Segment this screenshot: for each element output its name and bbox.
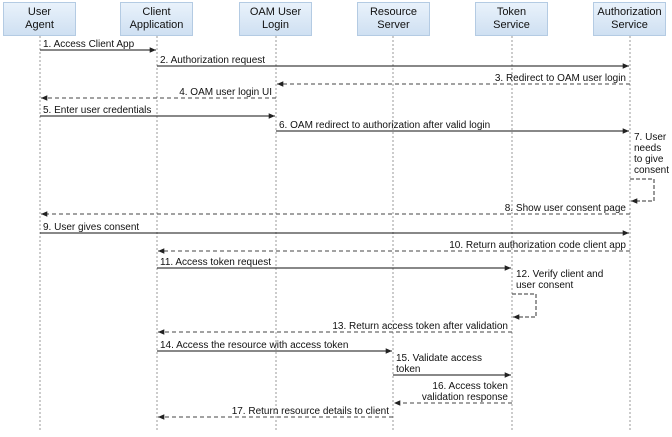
message-label: 7. User [634, 132, 667, 143]
message-label: 6. OAM redirect to authorization after v… [279, 120, 490, 131]
message-2: 2. Authorization request [157, 55, 629, 69]
message-label: 15. Validate access [396, 353, 482, 364]
message-label: 10. Return authorization code client app [449, 240, 626, 251]
message-label: 16. Access token [432, 381, 508, 392]
message-label: 4. OAM user login UI [179, 87, 272, 98]
participant-resource-server: Resource Server [357, 2, 430, 36]
self-call-arrow [630, 178, 655, 204]
message-label: 3. Redirect to OAM user login [495, 73, 626, 84]
message-14: 14. Access the resource with access toke… [157, 340, 392, 354]
message-label: 1. Access Client App [43, 39, 135, 50]
participant-user-agent: User Agent [3, 2, 76, 36]
participant-client-application: Client Application [120, 2, 193, 36]
message-label: 2. Authorization request [160, 55, 265, 66]
message-label: validation response [422, 392, 509, 403]
participant-authorization-service: Authorization Service [593, 2, 666, 36]
message-17: 17. Return resource details to client [158, 406, 393, 420]
message-9: 9. User gives consent [40, 222, 629, 236]
message-13: 13. Return access token after validation [158, 321, 512, 335]
participant-oam-user-login: OAM User Login [239, 2, 312, 36]
message-3: 3. Redirect to OAM user login [277, 73, 630, 87]
message-label: 13. Return access token after validation [332, 321, 508, 332]
message-label: 17. Return resource details to client [232, 406, 390, 417]
message-label: consent [634, 165, 669, 176]
message-8: 8. Show user consent page [41, 203, 630, 217]
message-1: 1. Access Client App [40, 39, 156, 53]
messages: 1. Access Client App 2. Authorization req… [40, 39, 669, 420]
message-label: 5. Enter user credentials [43, 105, 151, 116]
message-11: 11. Access token request [157, 257, 511, 271]
message-label: 9. User gives consent [43, 222, 139, 233]
message-label: token [396, 364, 420, 375]
message-label: to give [634, 154, 664, 165]
message-label: 12. Verify client and [516, 269, 603, 280]
message-5: 5. Enter user credentials [40, 105, 275, 119]
message-label: needs [634, 143, 661, 154]
message-label: 14. Access the resource with access toke… [160, 340, 348, 351]
message-10: 10. Return authorization code client app [158, 240, 630, 254]
message-6: 6. OAM redirect to authorization after v… [276, 120, 629, 134]
self-call-arrow [512, 293, 537, 320]
message-label: 11. Access token request [160, 257, 271, 268]
message-4: 4. OAM user login UI [41, 87, 276, 101]
message-label: user consent [516, 280, 573, 291]
message-label: 8. Show user consent page [505, 203, 627, 214]
participant-token-service: Token Service [475, 2, 548, 36]
lifelines [39, 36, 631, 432]
